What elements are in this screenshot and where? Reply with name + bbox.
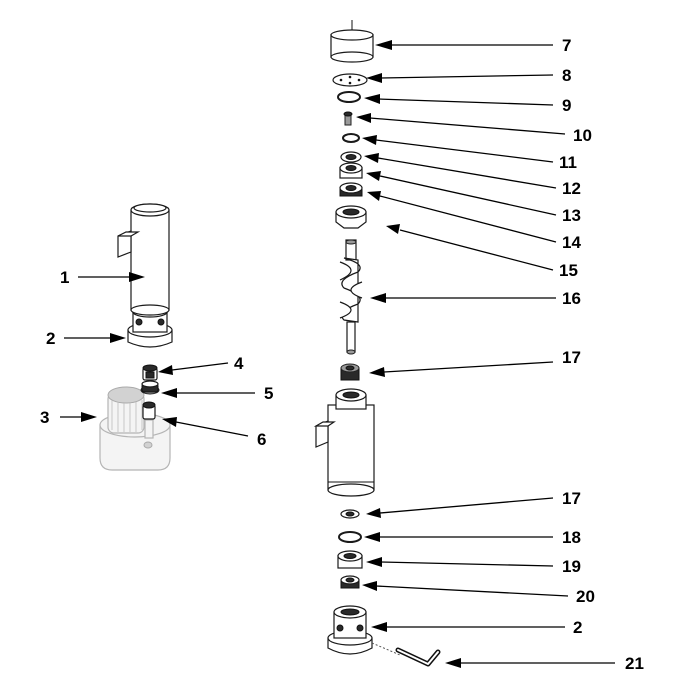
callout-4: 4 (234, 354, 244, 373)
callout-5: 5 (264, 384, 273, 403)
part-6-coupling (142, 401, 156, 420)
part-18-oring (338, 531, 362, 543)
part-10-screw (343, 111, 353, 126)
callout-16: 16 (562, 289, 581, 308)
callout-1: 1 (60, 268, 69, 287)
callout-13: 13 (562, 206, 581, 225)
callout-15: 15 (559, 261, 578, 280)
callout-19: 19 (562, 557, 581, 576)
part-20-seal (340, 575, 360, 589)
part-3-motor-base (99, 386, 171, 471)
stator-housing (313, 388, 375, 497)
callout-11: 11 (559, 153, 577, 172)
part-13-bearing (339, 162, 363, 179)
part-9-ring (337, 91, 361, 103)
callout-6: 6 (257, 430, 266, 449)
callout-arrows (60, 40, 615, 668)
callout-17-upper: 17 (562, 348, 581, 367)
callout-20: 20 (576, 587, 595, 606)
callout-3: 3 (40, 408, 49, 427)
part-2-flange-lower (327, 605, 373, 655)
left-assembly (99, 203, 173, 471)
part-5-star-coupling (140, 380, 160, 395)
center-assembly (313, 20, 441, 667)
part-17-seal-lower (340, 509, 360, 519)
part-11-washer (342, 133, 360, 143)
callout-21: 21 (625, 654, 644, 673)
part-14-seal (339, 182, 363, 197)
callout-18: 18 (562, 528, 581, 547)
part-17-seal-upper (340, 363, 360, 381)
part-16-rotor (339, 239, 363, 355)
callout-14: 14 (562, 233, 581, 252)
callout-9: 9 (562, 96, 571, 115)
part-19-bearing (337, 550, 363, 569)
part-1-pump-body (117, 203, 170, 316)
callout-labels: 7 8 9 10 11 12 13 14 15 16 17 17 18 19 2… (40, 36, 644, 673)
part-2-flange-left (127, 306, 173, 348)
part-4-coupling-half (142, 364, 158, 381)
callout-17-lower: 17 (562, 489, 581, 508)
callout-10: 10 (573, 126, 592, 145)
callout-2-lower: 2 (573, 618, 582, 637)
part-12-ring (340, 151, 362, 163)
part-21-hex-key (371, 642, 441, 667)
callout-7: 7 (562, 36, 571, 55)
callout-8: 8 (562, 66, 571, 85)
part-15-housing (335, 205, 367, 229)
part-7-cap (330, 20, 374, 63)
part-8-plate (332, 73, 368, 87)
callout-2-left: 2 (46, 329, 55, 348)
callout-12: 12 (562, 179, 581, 198)
